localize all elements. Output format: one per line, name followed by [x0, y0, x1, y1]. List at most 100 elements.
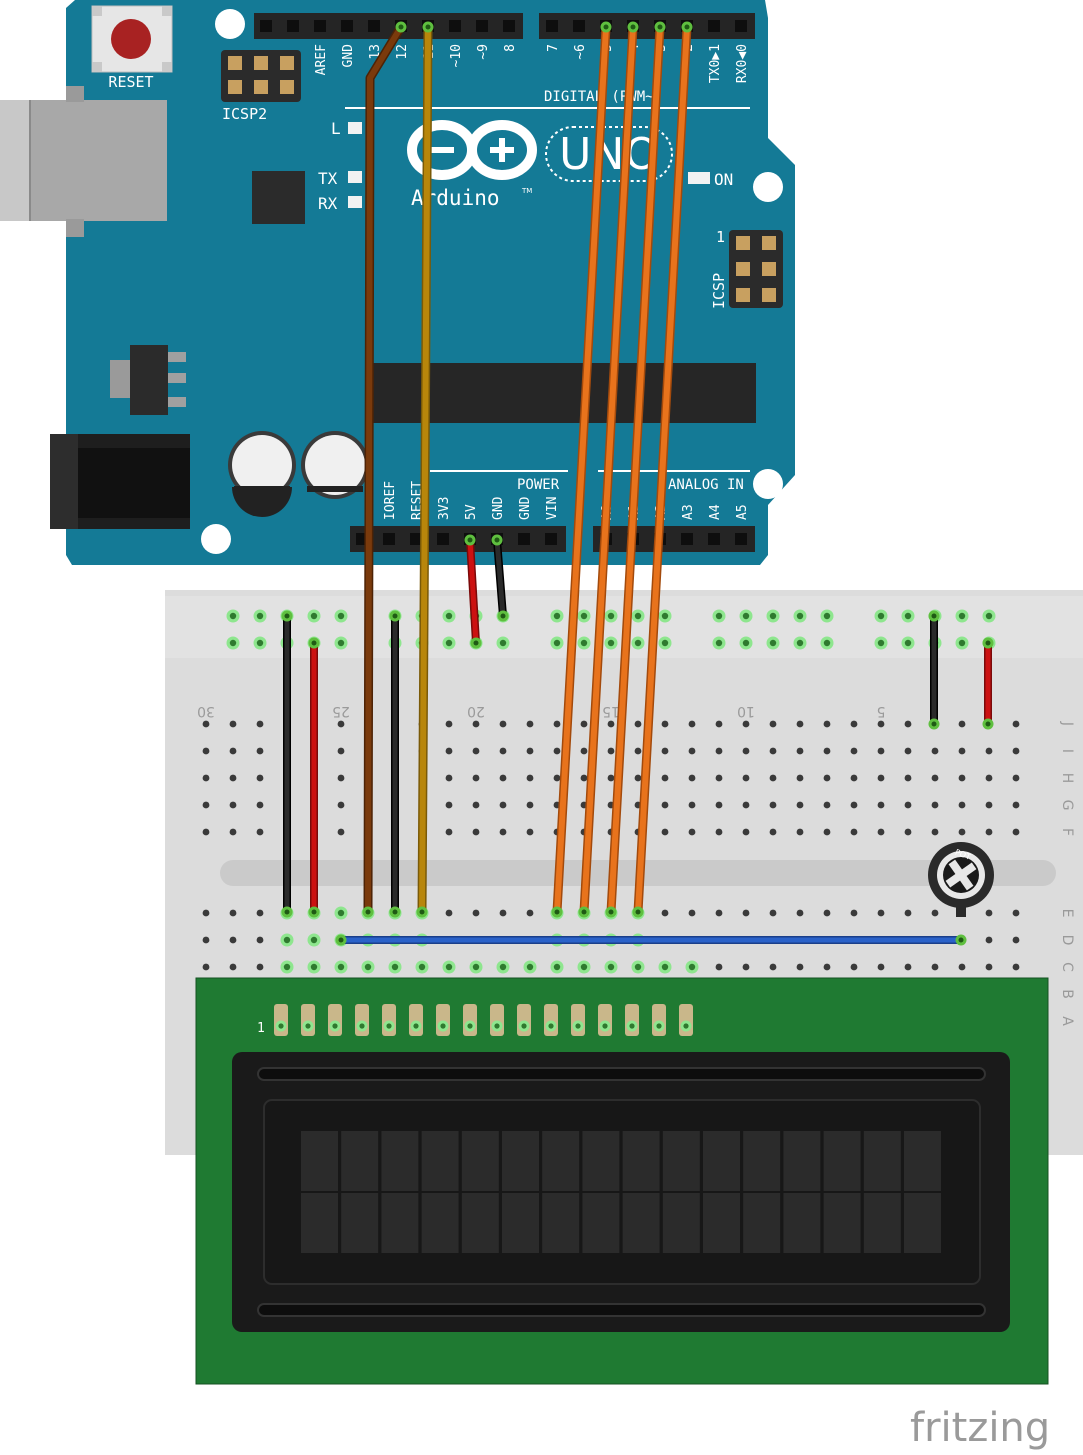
capacitor — [301, 431, 369, 499]
breadboard-hole — [877, 774, 885, 782]
row-letter: G — [1059, 800, 1075, 811]
breadboard-hole — [850, 774, 858, 782]
breadboard-hole — [229, 747, 237, 755]
icsp-pin — [736, 236, 750, 250]
breadboard-hole — [229, 774, 237, 782]
icsp-label: ICSP — [710, 273, 728, 309]
lcd-cell — [863, 1193, 901, 1253]
breadboard-hole — [850, 720, 858, 728]
bottom-pin-label: A4 — [708, 504, 723, 520]
top-pin-label: 12 — [395, 44, 410, 60]
breadboard-hole — [850, 801, 858, 809]
breadboard-hole — [202, 720, 210, 728]
breadboard-hole — [499, 747, 507, 755]
breadboard-hole — [499, 774, 507, 782]
breadboard-hole — [526, 720, 534, 728]
bottom-pin-label: 3V3 — [437, 497, 452, 520]
breadboard-hole — [256, 720, 264, 728]
breadboard-hole — [229, 720, 237, 728]
breadboard-hole — [850, 909, 858, 917]
breadboard-hole — [742, 801, 750, 809]
breadboard-hole — [796, 828, 804, 836]
breadboard-hole — [256, 963, 264, 971]
breadboard-hole — [823, 801, 831, 809]
breadboard-hole — [742, 909, 750, 917]
icsp2-pin — [228, 56, 242, 70]
lcd-cell — [622, 1131, 660, 1191]
breadboard-hole — [202, 909, 210, 917]
top-pin-label: 8 — [503, 44, 518, 52]
breadboard-hole — [472, 747, 480, 755]
wire-black-gnd-core — [494, 537, 506, 619]
bottom-pin-label: A5 — [735, 504, 750, 520]
power-header — [350, 526, 566, 552]
breadboard-hole — [985, 828, 993, 836]
lcd-cell — [341, 1131, 379, 1191]
breadboard-hole — [1012, 936, 1020, 944]
column-number: 5 — [877, 703, 886, 719]
header-pin — [476, 20, 488, 32]
header-pin — [449, 20, 461, 32]
header-pin — [545, 533, 557, 545]
icsp2-pin — [228, 80, 242, 94]
lcd-cell — [341, 1193, 379, 1253]
breadboard-hole — [769, 801, 777, 809]
lcd-cell — [381, 1131, 419, 1191]
header-pin — [573, 20, 585, 32]
breadboard-hole — [607, 720, 615, 728]
breadboard-hole — [499, 720, 507, 728]
led-on-label: ON — [714, 170, 733, 189]
breadboard-hole — [526, 801, 534, 809]
lcd-16x2: 1 — [195, 977, 1049, 1385]
breadboard-hole — [904, 909, 912, 917]
breadboard-hole — [823, 909, 831, 917]
led-rx-label: RX — [318, 194, 338, 213]
breadboard-hole — [661, 720, 669, 728]
top-pin-label: RX0◀0 — [735, 44, 750, 83]
wire-orange-data — [552, 22, 692, 917]
breadboard-hole — [1012, 909, 1020, 917]
icsp-pin — [762, 236, 776, 250]
breadboard-hole — [715, 828, 723, 836]
row-letter: H — [1059, 773, 1075, 784]
icsp2-pin — [280, 80, 294, 94]
header-pin — [383, 533, 395, 545]
lcd-cell — [582, 1131, 620, 1191]
lcd-cell — [502, 1193, 539, 1253]
breadboard-hole — [661, 828, 669, 836]
breadboard-hole — [445, 909, 453, 917]
icsp-pin1-label: 1 — [716, 228, 725, 246]
header-pin — [287, 20, 299, 32]
header-pin — [260, 20, 272, 32]
lcd-bottom-slot — [257, 1303, 986, 1317]
breadboard-hole — [229, 801, 237, 809]
icsp2-pin — [280, 56, 294, 70]
model-label: UNO — [559, 129, 659, 180]
breadboard-hole — [796, 774, 804, 782]
lcd-pins — [274, 1004, 693, 1036]
lcd-cell — [421, 1131, 459, 1191]
uno-badge — [545, 126, 673, 182]
led-l — [348, 122, 362, 134]
breadboard-hole — [958, 828, 966, 836]
top-pin-label: 7 — [546, 44, 561, 52]
row-letter: I — [1059, 749, 1075, 753]
row-letter: C — [1059, 962, 1075, 972]
breadboard-hole — [823, 828, 831, 836]
breadboard-hole — [769, 963, 777, 971]
header-pin — [546, 20, 558, 32]
breadboard-hole — [499, 909, 507, 917]
lcd-top-slot — [257, 1067, 986, 1081]
breadboard-hole — [526, 747, 534, 755]
breadboard-hole — [472, 801, 480, 809]
breadboard-hole — [229, 909, 237, 917]
breadboard-hole — [661, 801, 669, 809]
header-pin — [518, 533, 530, 545]
lcd-cell — [823, 1193, 861, 1253]
wire-ends — [281, 21, 994, 946]
breadboard-hole — [553, 774, 561, 782]
lcd-cell — [703, 1193, 740, 1253]
breadboard-hole — [877, 747, 885, 755]
breadboard-hole — [769, 909, 777, 917]
breadboard-hole — [256, 909, 264, 917]
